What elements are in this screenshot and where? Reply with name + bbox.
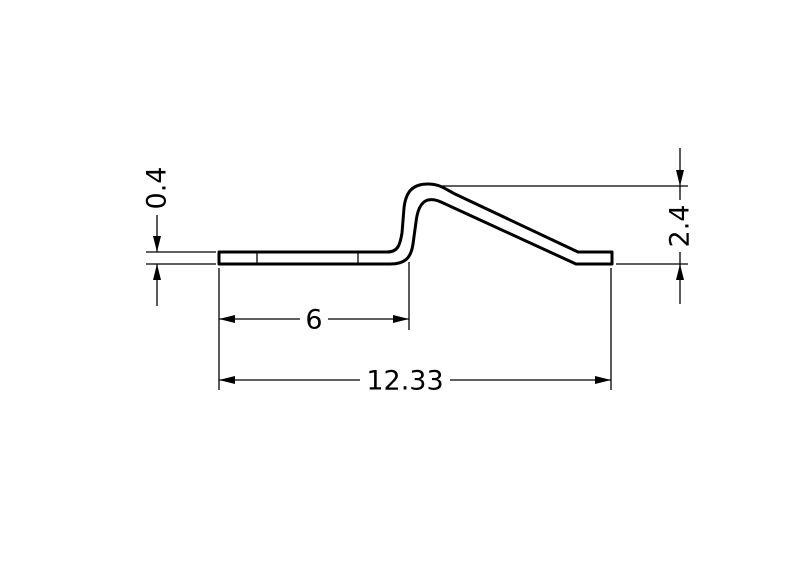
- overall-length-dimension: 12.33: [219, 268, 612, 397]
- offset-arrow-down: [676, 170, 684, 186]
- flat-length-dimension: 6: [218, 262, 410, 390]
- flat-length-label: 6: [305, 305, 322, 336]
- offset-arrow-up: [676, 264, 684, 280]
- bent-strip-profile: [217, 182, 614, 266]
- overall-arrow-right: [595, 376, 611, 384]
- overall-length-label: 12.33: [366, 366, 443, 397]
- flat-arrow-left: [219, 315, 235, 323]
- thickness-arrow-down: [153, 236, 161, 252]
- thickness-dimension: 0.4: [142, 167, 216, 306]
- overall-arrow-left: [219, 376, 235, 384]
- offset-height-label: 2.4: [665, 205, 696, 248]
- strip-outline: [217, 182, 614, 266]
- flat-arrow-right: [393, 315, 409, 323]
- thickness-label: 0.4: [142, 167, 173, 210]
- offset-height-dimension: 2.4: [438, 148, 696, 304]
- thickness-arrow-up: [153, 264, 161, 280]
